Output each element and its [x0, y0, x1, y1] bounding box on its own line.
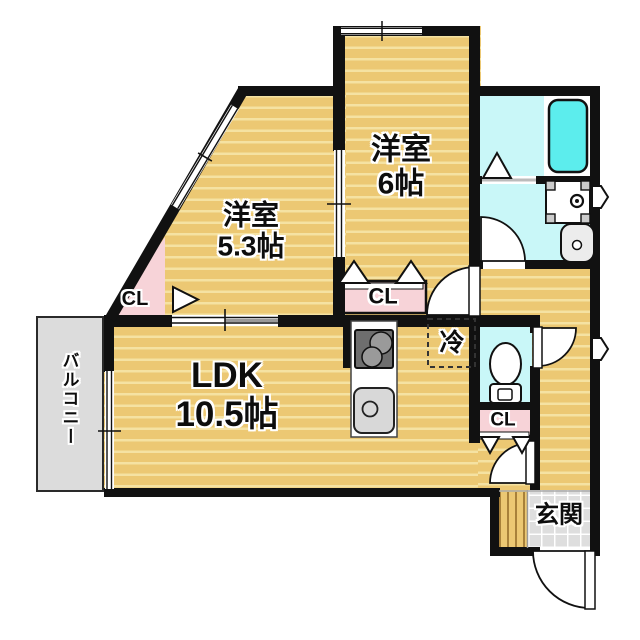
ldk-name: LDK: [191, 355, 263, 395]
window-tick: [197, 152, 213, 162]
room6-size: 6帖: [377, 167, 425, 200]
wall: [104, 315, 172, 327]
wall: [333, 257, 345, 327]
wall: [490, 547, 540, 556]
door-triangles: [172, 150, 533, 456]
room6-name: 洋室: [371, 133, 431, 167]
doors: [426, 176, 596, 610]
closet-hall-door-marker: [479, 436, 501, 456]
wall: [238, 86, 345, 96]
wall: [469, 260, 600, 269]
room53-size: 5.3帖: [217, 231, 285, 262]
ldk-size: 10.5帖: [175, 395, 279, 434]
wall: [469, 315, 480, 443]
closet-west-door-marker: [172, 285, 201, 314]
closet-hall-label: CL: [490, 409, 516, 431]
entrance-tile-floor: [528, 490, 590, 548]
pan-corner: [545, 213, 556, 224]
room6-door-leaf: [468, 265, 481, 317]
balcony-area: [36, 316, 104, 492]
room6-door-arc: [426, 266, 476, 316]
closet-hall-door-marker: [511, 436, 533, 456]
ldk-door-leaf: [525, 440, 536, 485]
bathtub-icon: [547, 98, 589, 174]
pan-corner: [580, 180, 591, 191]
toilet-door-leaf: [532, 326, 543, 369]
stove-burner-icon: [361, 346, 383, 368]
pan-corner: [545, 180, 556, 191]
wall: [343, 327, 353, 368]
entrance-door-arc: [532, 550, 591, 609]
refrigerator-space: [427, 318, 476, 368]
exterior-opening-marker: [591, 337, 610, 361]
closet-center-door-marker: [337, 259, 371, 284]
washbasin-drain-icon: [571, 239, 583, 251]
windows: [98, 21, 422, 489]
toilet-door-arc: [537, 327, 577, 367]
wall: [104, 488, 500, 497]
balcony-label: バルコニー: [59, 351, 79, 447]
closet-west-label: CL: [121, 287, 149, 310]
closet-center-label: CL: [368, 283, 398, 309]
sink-drain-icon: [361, 400, 379, 418]
window-balcony: [105, 371, 114, 489]
ldk-floor: [104, 315, 501, 497]
wall: [490, 488, 499, 556]
wall: [530, 366, 540, 490]
wall: [480, 315, 540, 327]
wall: [469, 86, 600, 96]
wall: [469, 402, 540, 410]
entrance-door-leaf: [584, 550, 596, 610]
closet-center-door-marker: [394, 259, 428, 284]
room53-name: 洋室: [222, 199, 279, 231]
ldk-label: LDK 10.5帖: [175, 356, 278, 434]
room53-label: 洋室 5.3帖: [218, 200, 285, 263]
entrance-step: [499, 492, 528, 547]
room6-label: 洋室 6帖: [371, 133, 431, 200]
refrigerator-label: 冷: [439, 329, 465, 357]
faucet-dot: [575, 199, 579, 203]
entrance-label: 玄関: [535, 501, 583, 529]
pan-corner: [580, 213, 591, 224]
wall: [104, 315, 114, 372]
exterior-opening-marker: [591, 185, 610, 209]
washroom-door-arc: [480, 216, 526, 262]
wall: [590, 86, 600, 556]
toilet-icon: [489, 342, 522, 386]
toilet-tank-lid: [497, 388, 513, 401]
wall: [469, 26, 480, 267]
wall: [530, 315, 540, 333]
bath-folding-door-marker: [481, 150, 513, 179]
washroom-door-opening: [483, 260, 525, 269]
